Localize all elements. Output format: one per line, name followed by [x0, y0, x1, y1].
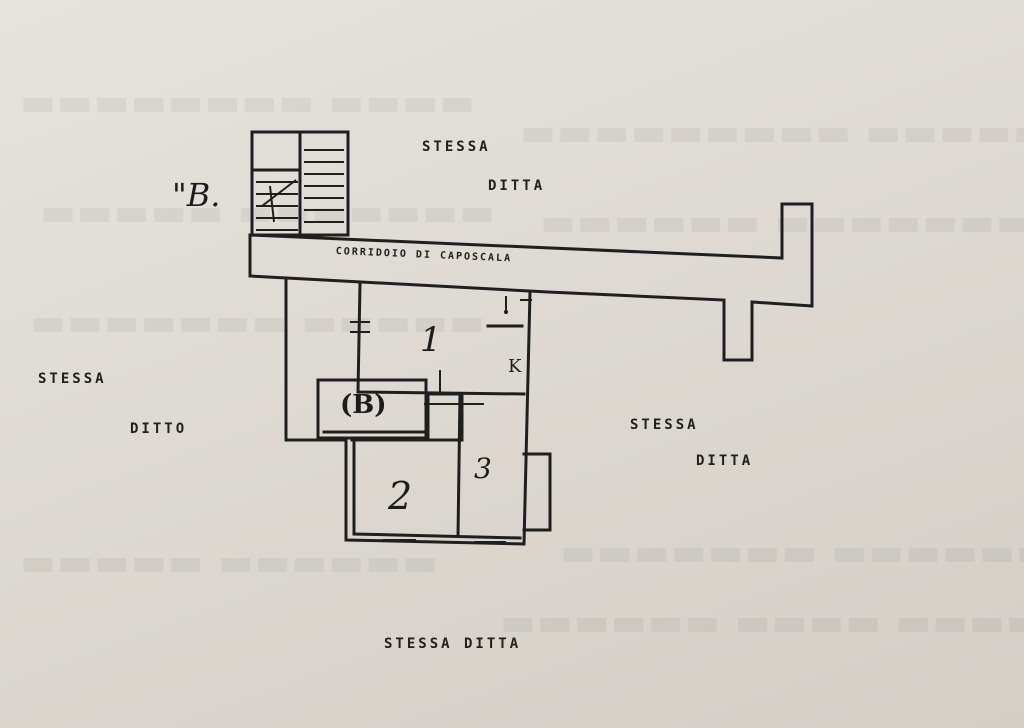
bleed-through-text: ▬▬▬▬▬▬▬▬ ▬▬▬▬ [20, 80, 476, 124]
neighbor-top-line2: DITTA [488, 178, 546, 194]
room-2-3-divider [456, 392, 462, 538]
utility-room-walls [426, 392, 464, 442]
neighbor-left-line2: DITTO [130, 421, 188, 437]
neighbor-right-line2: DITTA [696, 453, 754, 469]
room-3-label: 3 [474, 452, 492, 485]
bleed-through-text: ▬▬▬▬▬▬▬ ▬▬▬▬▬▬ [560, 530, 1024, 574]
bleed-through-text: ▬▬▬▬▬ ▬▬▬▬▬▬ [20, 540, 440, 584]
neighbor-right-line1: STESSA [630, 417, 699, 433]
bleed-through-text: ▬▬▬▬▬ ▬▬▬▬▬▬▬ [40, 190, 496, 234]
stair-label: "B. [172, 176, 221, 214]
unit-outer-wall [284, 276, 526, 546]
stair-arrow [261, 179, 297, 207]
right-wall-fragment [522, 452, 552, 532]
room-1-walls [356, 282, 526, 396]
neighbor-top-line1: STESSA [422, 139, 491, 155]
neighbor-left-line1: STESSA [38, 371, 107, 387]
bleed-through-text: ▬▬▬▬▬▬ ▬▬▬▬ ▬▬▬▬ [500, 600, 1024, 644]
unit-bottom-inner [352, 532, 522, 540]
unit-right-wall [522, 290, 532, 546]
bleed-through-text: ▬▬▬▬▬▬▬▬▬ ▬▬▬▬▬▬▬ [520, 110, 1024, 154]
bleed-through-text: ▬▬▬▬▬▬▬ ▬▬▬▬▬ [30, 300, 486, 344]
kitchen-label: K [508, 356, 522, 377]
room-2-label: 2 [388, 474, 413, 518]
corridor-outline [248, 202, 814, 362]
bathroom-label: (B) [340, 390, 387, 420]
room-1-label: 1 [420, 320, 442, 360]
neighbor-bottom: STESSA DITTA [384, 636, 522, 652]
